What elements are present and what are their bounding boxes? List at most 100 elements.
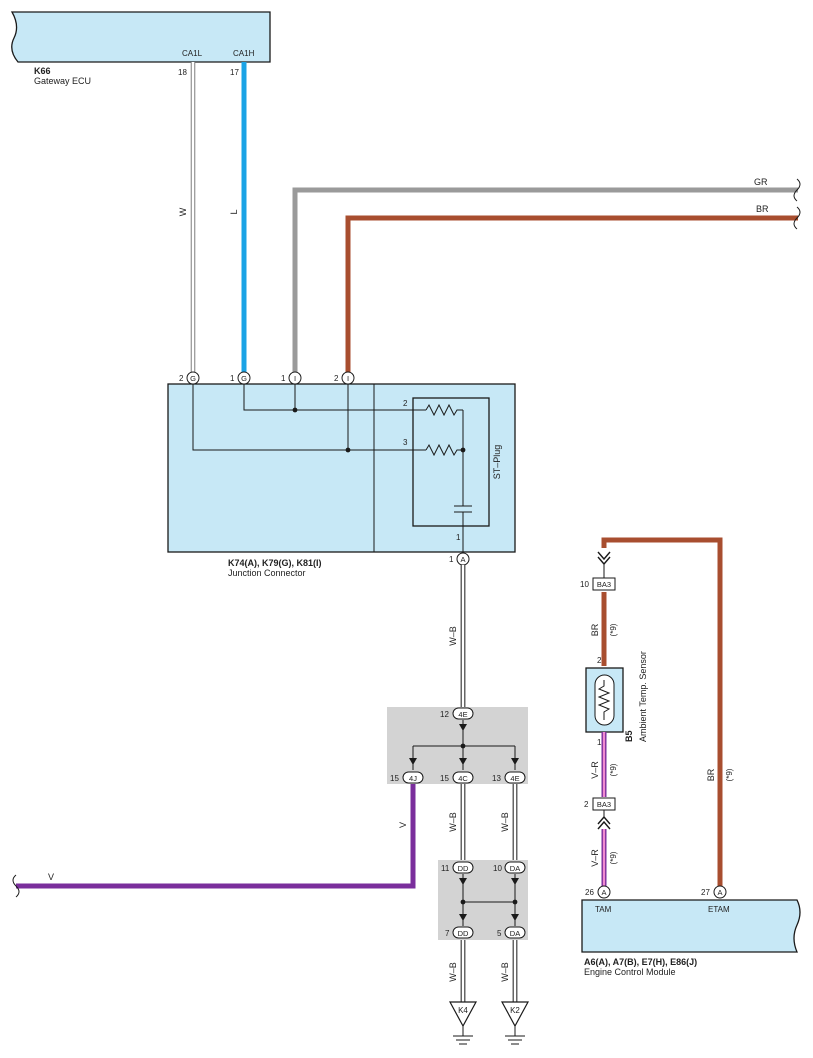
ecm-pin-name-tam: TAM (595, 905, 612, 914)
junction-pin-num-2g: 2 (179, 374, 184, 383)
ba3-top-chevron (597, 551, 611, 578)
ecm-pin-27: A (713, 885, 727, 899)
junction-pin-num-2i: 2 (334, 374, 339, 383)
gateway-ecu (10, 11, 271, 63)
splice2-top-num-da: 10 (493, 864, 502, 873)
splice1-internal (409, 720, 519, 770)
svg-text:A: A (601, 888, 606, 897)
junction-pin-1g: G (237, 371, 251, 385)
break-mark-v (12, 874, 20, 898)
svg-text:4E: 4E (458, 710, 467, 719)
break-mark-br (793, 206, 801, 230)
st-plug-pin-1: 1 (456, 533, 461, 542)
wire-label-wb-trunk: W–B (448, 626, 458, 646)
gateway-pin-name-ca1l: CA1L (182, 49, 203, 58)
gateway-pin-number-17: 17 (230, 68, 239, 77)
splice2-bottom-num-dd: 7 (445, 929, 450, 938)
splice2-internal (459, 874, 519, 926)
ba3-bottom-chevron (597, 810, 611, 830)
ambient-temp-sensor (585, 667, 624, 733)
svg-text:BA3: BA3 (597, 800, 611, 809)
splice2-bottom-dd: DD (452, 926, 474, 939)
ground-symbol-k4 (448, 1001, 478, 1045)
wire-label-w: W (178, 207, 188, 216)
ecm-pin-num-26: 26 (585, 888, 594, 897)
svg-text:4C: 4C (458, 774, 468, 783)
sensor-id: B5 (624, 730, 634, 742)
splice1-out-num-4j: 15 (390, 774, 399, 783)
ecm-name: Engine Control Module (584, 967, 676, 977)
svg-text:I: I (347, 374, 349, 383)
wire-note-vr-lower: (*9) (609, 851, 618, 864)
ecm-pin-num-27: 27 (701, 888, 710, 897)
junction-connector (167, 383, 516, 553)
st-plug-label: ST–Plug (492, 445, 502, 480)
sensor-pin-1: 1 (597, 738, 602, 747)
ground-label-k4: K4 (458, 1006, 468, 1015)
splice1-out-num-4e: 13 (492, 774, 501, 783)
junction-pin-2i: I (341, 371, 355, 385)
splice1-out-4c: 4C (452, 771, 474, 784)
wire-v (16, 784, 416, 889)
wire-label-wb-4e: W–B (500, 812, 510, 832)
wire-label-br-sensor: BR (590, 623, 600, 636)
svg-text:G: G (241, 374, 247, 383)
svg-text:4E: 4E (510, 774, 519, 783)
splice1-out-4j: 4J (402, 771, 424, 784)
gateway-ecu-id: K66 (34, 66, 51, 76)
wire-label-wb-k4: W–B (448, 962, 458, 982)
sensor-name: Ambient Temp. Sensor (638, 651, 648, 742)
wire-label-br-top: BR (756, 204, 769, 214)
wire-label-br-etam: BR (706, 768, 716, 781)
junction-pin-1a: A (456, 552, 470, 566)
svg-text:BA3: BA3 (597, 580, 611, 589)
wire-label-wb-k2: W–B (500, 962, 510, 982)
wire-br-loop (601, 537, 723, 886)
break-mark-gr (793, 178, 801, 202)
splice1-top-num: 12 (440, 710, 449, 719)
wire-label-vr-lower: V–R (590, 849, 600, 867)
wire-label-gr: GR (754, 177, 768, 187)
st-plug-pin-3: 3 (403, 438, 408, 447)
ecm-pin-name-etam: ETAM (708, 905, 730, 914)
junction-pin-1i: I (288, 371, 302, 385)
ba3-top-connector: BA3 (592, 577, 616, 591)
wire-label-l: L (229, 209, 239, 214)
svg-text:DD: DD (458, 929, 469, 938)
gateway-pin-name-ca1h: CA1H (233, 49, 255, 58)
wire-note-br-sensor: (*9) (609, 623, 618, 636)
ba3-bottom-num: 2 (584, 800, 589, 809)
junction-pin-num-1a: 1 (449, 555, 454, 564)
ba3-bottom-connector: BA3 (592, 797, 616, 811)
gateway-pin-number-18: 18 (178, 68, 187, 77)
ba3-top-num: 10 (580, 580, 589, 589)
splice2-top-num-dd: 11 (441, 864, 450, 873)
wire-label-vr-upper: V–R (590, 761, 600, 779)
ground-symbol-k2 (500, 1001, 530, 1045)
svg-text:A: A (717, 888, 722, 897)
wire-label-v-vertical: V (398, 822, 408, 828)
splice2-top-dd: DD (452, 861, 474, 874)
st-plug-pin-2: 2 (403, 399, 408, 408)
splice2-bottom-num-da: 5 (497, 929, 502, 938)
gateway-ecu-name: Gateway ECU (34, 76, 91, 86)
engine-control-module (581, 899, 801, 953)
ecm-ids: A6(A), A7(B), E7(H), E86(J) (584, 957, 697, 967)
svg-text:DD: DD (458, 864, 469, 873)
junction-ids: K74(A), K79(G), K81(I) (228, 558, 322, 568)
junction-pin-num-1i: 1 (281, 374, 286, 383)
wire-label-v-horizontal: V (48, 872, 54, 882)
svg-text:4J: 4J (409, 774, 417, 783)
wire-br-top (345, 215, 798, 372)
junction-name: Junction Connector (228, 568, 306, 578)
svg-text:A: A (460, 555, 465, 564)
sensor-pin-2: 2 (597, 656, 602, 665)
junction-pin-num-1g: 1 (230, 374, 235, 383)
splice2-top-da: DA (504, 861, 526, 874)
wire-gr (292, 187, 798, 372)
wire-note-vr-upper: (*9) (609, 763, 618, 776)
svg-text:G: G (190, 374, 196, 383)
wire-note-br-etam: (*9) (725, 768, 734, 781)
junction-pin-2g: G (186, 371, 200, 385)
